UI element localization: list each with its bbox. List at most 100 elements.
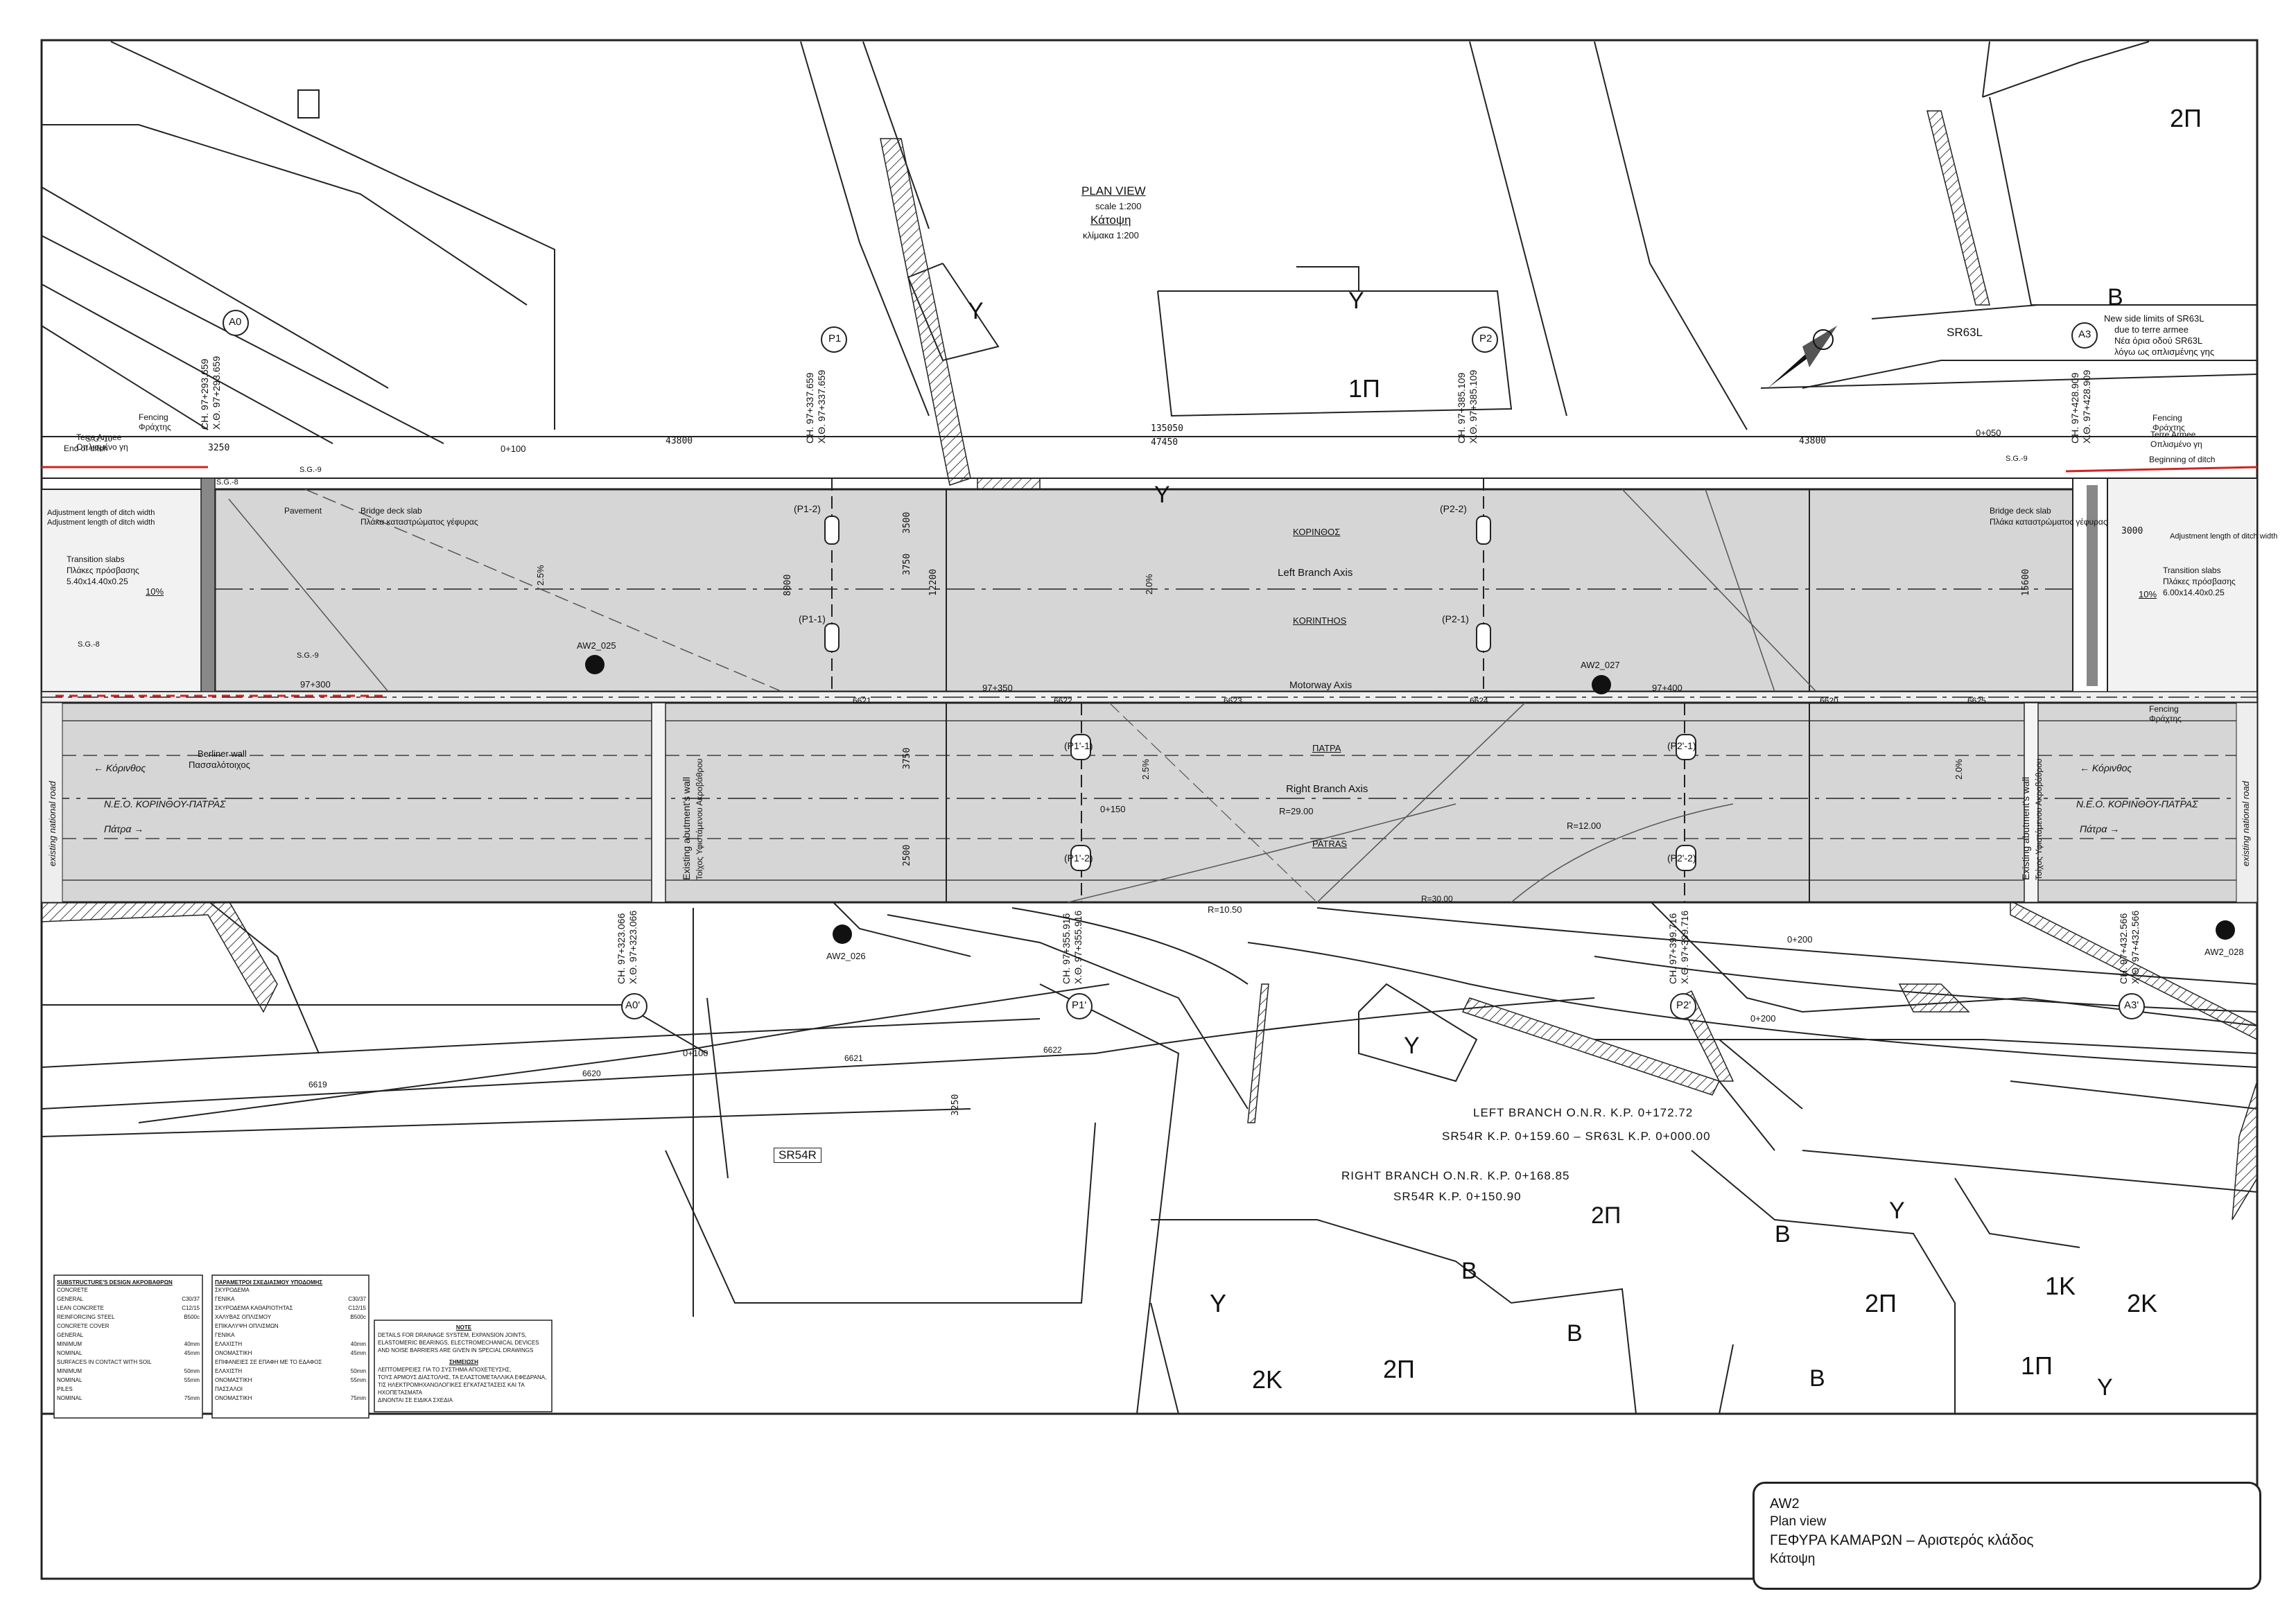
w6-dim: 3000 [2121,526,2143,536]
w1-dim: 8000 [783,575,793,596]
support-label-a0p: A0' [625,999,641,1011]
support-label-p2p: P2' [1676,999,1691,1011]
aw-marker-label: AW2_025 [577,640,616,651]
left-branch-axis-label: Left Branch Axis [1278,567,1353,579]
transition-left: Transition slabs [67,554,125,564]
branch-station: 0+200 [1787,934,1813,945]
elevation: 6622 [1043,1045,1062,1055]
support-label-a3p: A3' [2124,999,2139,1011]
transition-left-dim: 5.40x14.40x0.25 [67,577,128,586]
pavement-note: Pavement [284,506,322,516]
elevation: 6621 [844,1053,863,1063]
slope-label: 10% [146,586,164,597]
motorway-axis-label: Motorway Axis [1289,679,1353,690]
pier-label: (P2-1) [1442,613,1469,624]
note-line: DETAILS FOR DRAINAGE SYSTEM, EXPANSION J… [378,1332,527,1338]
north-arrow [1768,326,1837,388]
direction-korinthos-gr: ΚΟΡΙΝΘΟΣ [1293,527,1341,537]
title-name: ΓΕΦΥΡΑ ΚΑΜΑΡΩΝ – Αριστερός κλάδος [1770,1532,2034,1548]
building-code: B [1775,1221,1791,1247]
materials-row: SURFACES IN CONTACT WITH SOIL [57,1359,152,1365]
branch-roads [41,907,2258,1317]
pier-label: (P1-1) [799,613,826,624]
adjust-ditch-left-gr: Adjustment length of ditch width [47,518,155,527]
w3-dim: 3500 [902,512,912,534]
terre-armee-right: Terre Armee [2150,430,2196,439]
pier-label: (P1-2) [794,503,821,514]
materials-row: CONCRETE COVER [57,1323,110,1329]
fencing-right: Fencing [2152,413,2182,423]
sg-label: S.G.-9 [299,466,322,474]
aw-marker-label: AW2_028 [2204,947,2244,957]
building-code: B [1461,1258,1477,1284]
left-branch-info: LEFT BRANCH O.N.R. K.P. 0+172.72 [1473,1106,1694,1119]
to-patra-right: Πάτρα → [2080,823,2120,834]
w4-dim: 2500 [902,845,912,866]
to-patra-left: Πάτρα → [104,823,144,834]
materials-gr-row: ΠΑΣΣΑΛΟΙ [215,1386,243,1392]
building-code: Y [1154,482,1170,508]
fencing-right-gr: Φράχτης [2152,423,2185,432]
elevation: 6619 [308,1080,327,1089]
plan-scale-gr: κλίμακα 1:200 [1083,230,1139,240]
slope-label: 2.0% [1954,759,1964,780]
materials-row: GENERAL [57,1332,84,1338]
terre-armee-left: Terre Armee [76,432,122,442]
note-title: NOTE [455,1324,472,1331]
materials-title: SUBSTRUCTURE'S DESIGN ΑΚΡΟΒΑΘΡΩΝ [57,1279,173,1286]
new-side-limits: New side limits of SR63L [2104,313,2204,324]
building-code: 2Π [1591,1202,1621,1229]
elevation: 6623 [1224,696,1242,706]
note-line: AND NOISE BARRIERS ARE GIVEN IN SPECIAL … [378,1347,534,1353]
pier-label: (P2'-2) [1667,852,1696,864]
motorway [41,466,2258,703]
radius-label: R=12.00 [1567,821,1601,831]
branch-station: 0+100 [683,1048,708,1058]
fencing-right2: Fencing [2149,704,2179,714]
materials-row: PILES [57,1386,73,1392]
direction-patras-en: PATRAS [1312,839,1348,849]
branch-station: 0+100 [501,444,526,454]
building-code: 2K [1252,1365,1283,1394]
aw-marker-label: AW2_027 [1581,660,1620,670]
lane3-dim: 3250 [950,1094,961,1116]
title-subtitle: Plan view [1770,1514,1827,1529]
span3-dim: 43800 [1799,436,1826,446]
w2-dim: 12200 [928,569,939,596]
motorway-station: 97+300 [300,679,331,690]
sg-label: S.G.-10 [86,435,112,444]
fencing-left: Fencing [139,412,168,422]
building-code: 2Π [2170,104,2202,132]
note-gr-title: ΣΗΜΕΙΩΣΗ [449,1359,478,1365]
berliner-wall: Berliner wall [198,748,247,759]
existing-national-road-right: existing national road [2241,781,2251,866]
right-branch-info-sub: SR54R K.P. 0+150.90 [1393,1190,1522,1203]
motorway-station: 97+400 [1652,683,1682,693]
span1-dim: 43800 [666,436,693,446]
terre-armee-left-gr: Οπλισμένο γη [76,442,128,452]
support-bubbles [223,310,2145,1019]
pier-label: (P2'-1) [1667,740,1696,751]
transition-right-dim: 6.00x14.40x0.25 [2163,588,2225,597]
note-gr-line: ΤΟΥΣ ΑΡΜΟΥΣ ΔΙΑΣΤΟΛΗΣ, ΤΑ ΕΛΑΣΤΟΜΕΤΑΛΛΙΚ… [378,1374,547,1381]
building-code: 1Π [2021,1351,2053,1380]
existing-national-road-left: existing national road [47,781,58,866]
sg-label: S.G.-8 [216,478,238,487]
support-label-p1p: P1' [1072,999,1087,1011]
beginning-ditch: Beginning of ditch [2149,455,2216,464]
w5-dim: 15600 [2021,569,2031,596]
building-code: 2K [2127,1289,2158,1317]
right-branch-deck [40,701,2259,904]
building-code: Y [1889,1198,1905,1224]
